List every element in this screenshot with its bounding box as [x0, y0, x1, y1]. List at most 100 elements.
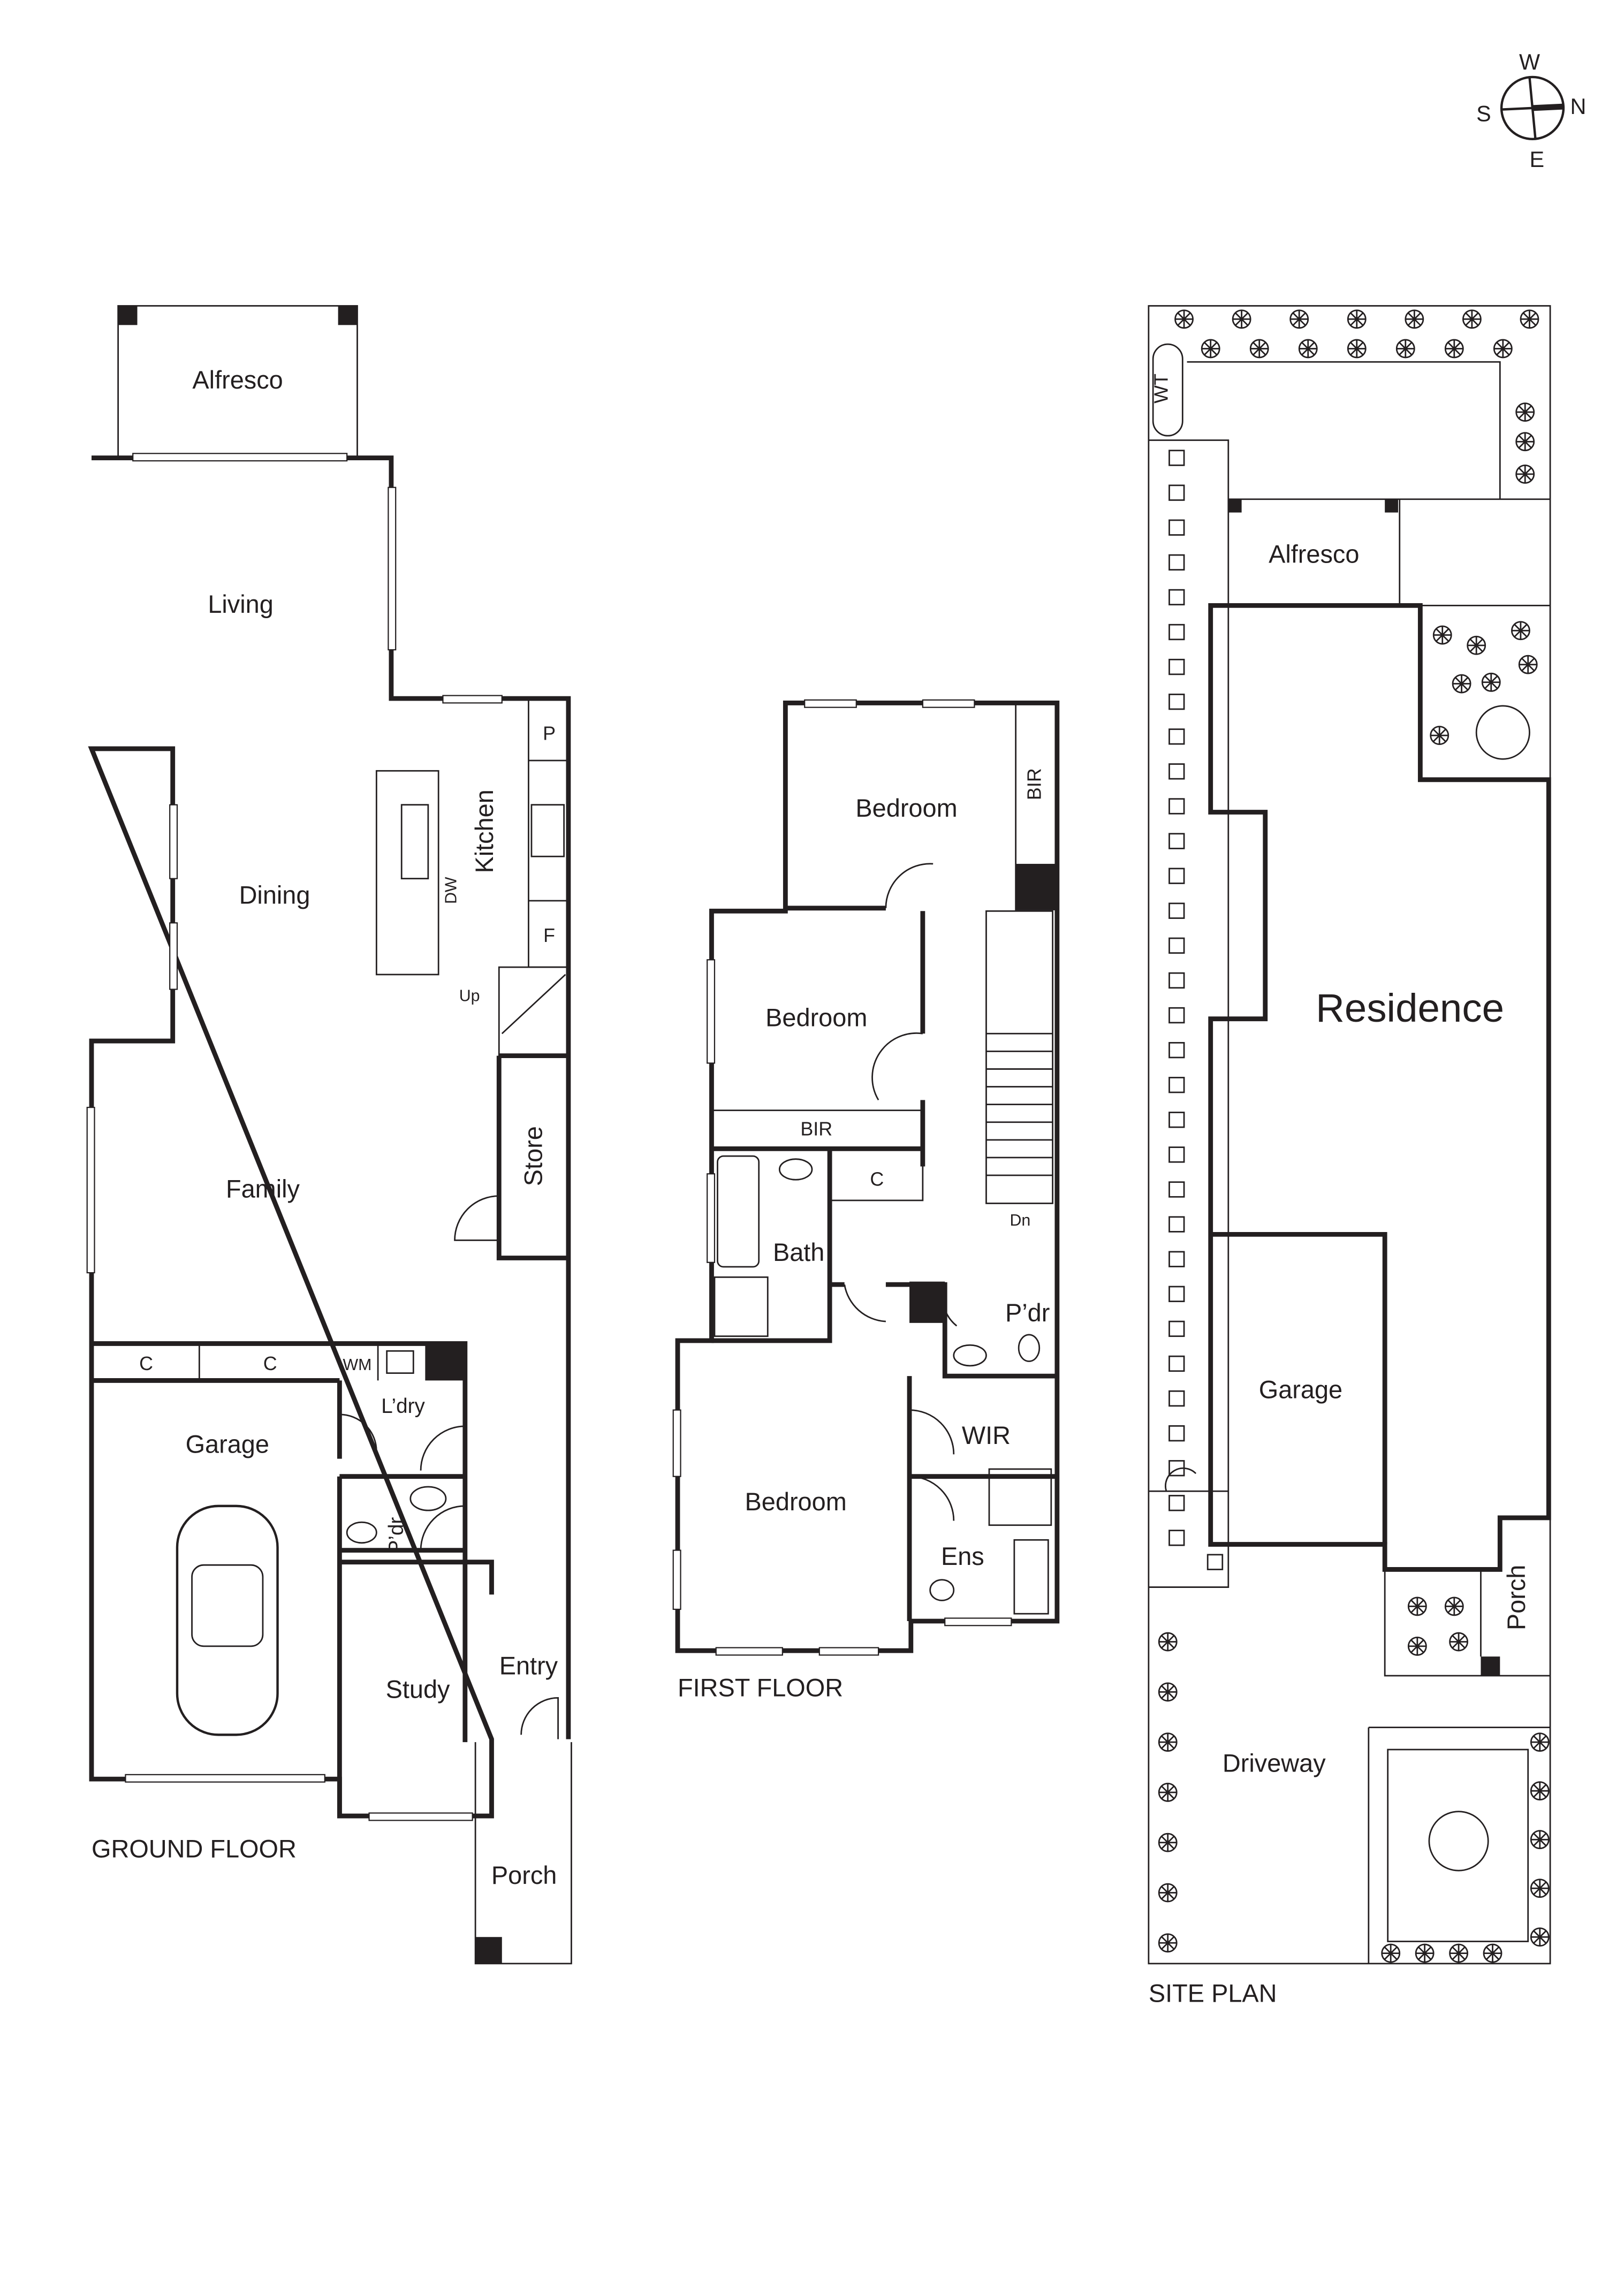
shrub-icon: [1482, 673, 1500, 691]
shrub-icon: [1408, 1637, 1426, 1655]
shrub-icon: [1516, 403, 1534, 421]
fence-post: [1168, 1146, 1185, 1163]
basin-icon: [778, 1158, 813, 1181]
porch-area: [474, 1742, 572, 1965]
fence-post: [1168, 1460, 1185, 1477]
window: [672, 1549, 681, 1610]
shrub-icon: [1397, 339, 1415, 358]
basin-icon: [409, 1486, 447, 1511]
fence-post: [1168, 484, 1185, 501]
landscaping: [1158, 309, 1550, 1963]
fence-post: [1168, 519, 1185, 536]
shrub-icon: [1450, 1633, 1468, 1651]
stair-treads: [986, 1032, 1053, 1176]
fence-post: [1168, 868, 1185, 884]
interior-wall: [92, 1341, 494, 1816]
residence-footprint: [1208, 603, 1551, 1572]
shrub-icon: [1494, 339, 1512, 358]
alfresco-post: [338, 306, 358, 325]
kitchen-island: [375, 770, 439, 976]
fence-post: [1168, 833, 1185, 849]
window: [169, 922, 178, 990]
shrub-icon: [1405, 310, 1423, 328]
fence-post: [1168, 450, 1185, 466]
sink-icon: [400, 804, 429, 880]
shrub-icon: [1433, 626, 1452, 644]
room-label-bath: Bath: [773, 1238, 824, 1266]
duct: [1015, 864, 1057, 910]
room-label-bedroom-1: Bedroom: [855, 794, 957, 822]
tub-icon: [386, 1350, 414, 1374]
shrub-icon: [1531, 1782, 1549, 1800]
label-water-tank: WT: [1151, 374, 1172, 404]
fence-post: [1168, 1320, 1185, 1337]
entry-door-swing: [520, 1697, 559, 1739]
fence-post: [1168, 1355, 1185, 1372]
label-pantry: P: [543, 723, 556, 744]
shrub-icon: [1467, 636, 1485, 655]
fence-post: [1168, 1251, 1185, 1267]
fence-post: [1168, 1077, 1185, 1093]
room-label-kitchen: Kitchen: [470, 789, 498, 873]
fence-post: [1168, 972, 1185, 989]
label-bir: BIR: [1024, 768, 1045, 800]
window: [442, 695, 503, 704]
fence-post: [1168, 694, 1185, 710]
shrub-icon: [1299, 339, 1317, 358]
vanity-icon: [1013, 1539, 1049, 1615]
room-label-study: Study: [386, 1675, 450, 1703]
shrub-icon: [1159, 1733, 1177, 1751]
toilet-icon: [929, 1579, 955, 1601]
shrub-icon: [1450, 1944, 1468, 1963]
window: [86, 1107, 95, 1274]
shrub-icon: [1159, 1783, 1177, 1801]
toilet-icon: [1018, 1334, 1041, 1362]
fence-post: [1168, 1425, 1185, 1442]
shrub-icon: [1520, 310, 1539, 328]
room-label-powder: P’dr: [385, 1517, 408, 1554]
shrub-icon: [1483, 1944, 1502, 1963]
fence-post: [1168, 1216, 1185, 1233]
cooktop-icon: [530, 804, 565, 857]
window: [169, 804, 178, 879]
tree-icon: [1475, 705, 1530, 760]
alfresco-post: [118, 306, 138, 325]
room-label-laundry: L’dry: [381, 1395, 425, 1418]
shrub-icon: [1348, 339, 1366, 358]
site-label-porch: Porch: [1502, 1565, 1530, 1630]
shrub-icon: [1531, 1928, 1549, 1946]
gate-swing: [1165, 1467, 1197, 1492]
fence-post: [1168, 728, 1185, 745]
store-wall: [496, 1053, 568, 1260]
fence-post: [1168, 937, 1185, 954]
room-label-store: Store: [519, 1126, 547, 1186]
site-plan: WT Alfresco Residence Garage Porch Drive…: [1148, 305, 1551, 2008]
fence-post: [1168, 1390, 1185, 1407]
label-washing-machine: WM: [343, 1356, 372, 1374]
shrub-icon: [1416, 1944, 1434, 1963]
alfresco-post: [1385, 499, 1398, 513]
window: [804, 699, 857, 708]
label-cupboard: C: [139, 1353, 153, 1374]
fence-post: [1206, 1554, 1224, 1570]
fence-post: [1168, 1495, 1185, 1511]
site-label-alfresco: Alfresco: [1269, 540, 1359, 568]
window: [707, 1173, 716, 1263]
shrub-icon: [1348, 310, 1366, 328]
door-swing: [339, 1413, 465, 1550]
label-cupboard: C: [263, 1353, 277, 1374]
shrub-icon: [1531, 1830, 1549, 1849]
label-stairs-down: Dn: [1010, 1212, 1031, 1229]
room-label-alfresco: Alfresco: [192, 366, 283, 394]
shrub-icon: [1512, 621, 1530, 640]
interior-wall: [339, 1474, 465, 1553]
fence-post: [1168, 624, 1185, 641]
compass-w: W: [1519, 50, 1540, 74]
room-label-bedroom-2: Bedroom: [765, 1003, 867, 1031]
room-label-bedroom-3: Bedroom: [745, 1488, 847, 1516]
shrub-icon: [1516, 432, 1534, 451]
window: [388, 486, 397, 651]
shrub-icon: [1463, 310, 1481, 328]
door-swing: [844, 863, 958, 1521]
fence-post: [1168, 1530, 1185, 1546]
